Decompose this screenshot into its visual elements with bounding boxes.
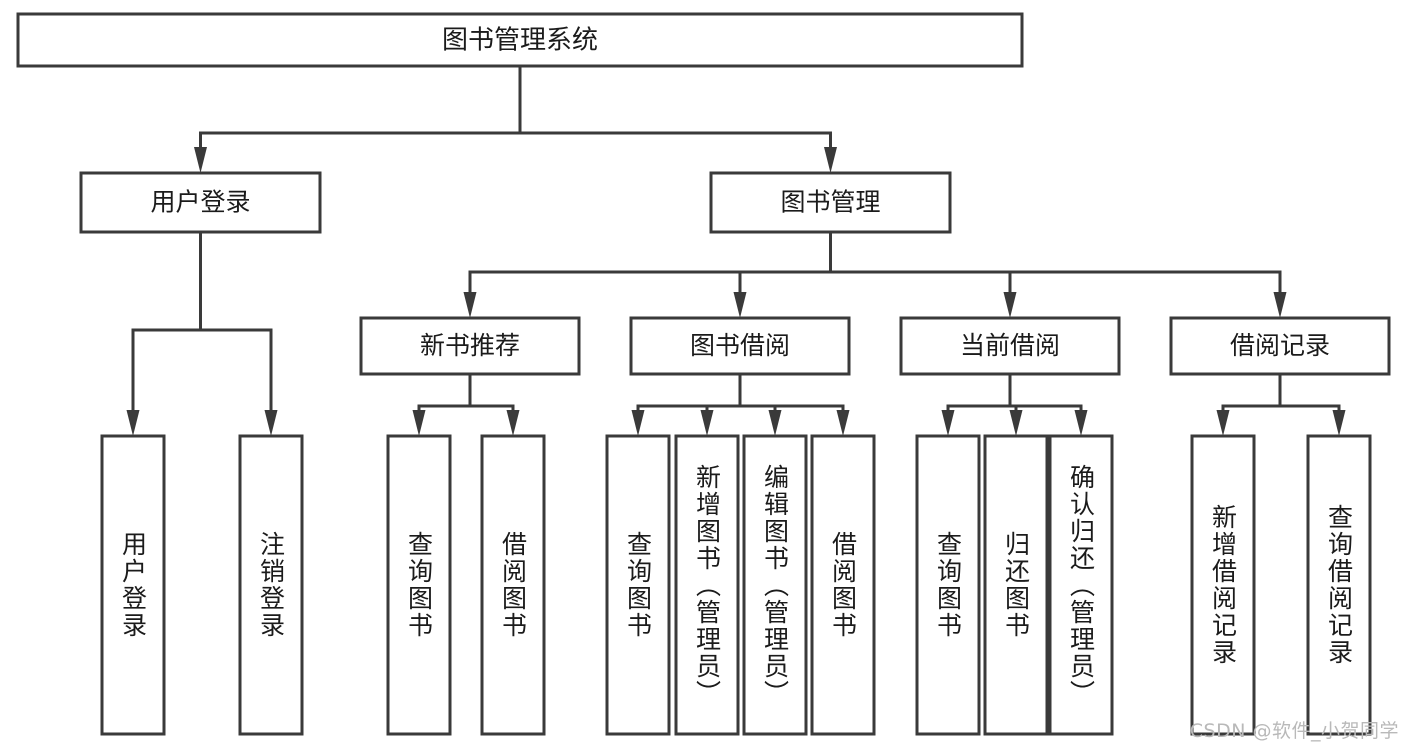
node-box-book-borrow bbox=[629, 316, 851, 376]
node-box-borrow-book-nb bbox=[480, 434, 546, 736]
node-box-current-borrow bbox=[899, 316, 1121, 376]
arrow-head-icon bbox=[1009, 410, 1023, 436]
arrow-head-icon bbox=[264, 410, 278, 436]
arrow-head-icon bbox=[631, 410, 645, 436]
node-box-root bbox=[16, 12, 1024, 68]
node-box-user-login bbox=[79, 171, 322, 234]
node-box-query-book-nb bbox=[386, 434, 452, 736]
arrow-head-icon bbox=[733, 292, 747, 318]
node-box-return-book bbox=[983, 434, 1049, 736]
node-box-query-book-cb bbox=[915, 434, 981, 736]
node-label-borrow-record: 借阅记录 bbox=[1230, 331, 1330, 360]
arrow-head-icon bbox=[506, 410, 520, 436]
arrow-head-icon bbox=[824, 147, 837, 173]
arrow-head-icon bbox=[1074, 410, 1088, 436]
node-label-book-management: 图书管理 bbox=[780, 188, 880, 217]
box-layer bbox=[16, 12, 1391, 736]
node-label-new-book-recommend: 新书推荐 bbox=[420, 331, 520, 360]
node-box-add-book-admin bbox=[674, 434, 740, 736]
arrow-head-icon bbox=[412, 410, 426, 436]
node-box-borrow-book-bb bbox=[810, 434, 876, 736]
node-box-new-book-recommend bbox=[359, 316, 581, 376]
arrow-head-icon bbox=[1332, 410, 1346, 436]
arrow-head-icon bbox=[700, 410, 714, 436]
arrow-head-icon bbox=[126, 410, 140, 436]
arrow-head-icon bbox=[1216, 410, 1230, 436]
connector-layer bbox=[126, 64, 1346, 436]
node-label-current-borrow: 当前借阅 bbox=[960, 331, 1060, 360]
arrow-head-icon bbox=[1003, 292, 1017, 318]
node-box-query-book-bb bbox=[605, 434, 671, 736]
node-label-book-borrow: 图书借阅 bbox=[690, 331, 790, 360]
arrow-head-icon bbox=[768, 410, 782, 436]
node-box-user-login-do bbox=[100, 434, 166, 736]
node-box-confirm-return-admin bbox=[1048, 434, 1114, 736]
node-box-edit-book-admin bbox=[742, 434, 808, 736]
node-box-add-borrow-record bbox=[1190, 434, 1256, 736]
arrow-head-icon bbox=[941, 410, 955, 436]
node-box-book-management bbox=[709, 171, 952, 234]
arrow-head-icon bbox=[194, 147, 207, 173]
node-label-root: 图书管理系统 bbox=[442, 26, 598, 56]
arrow-head-icon bbox=[836, 410, 850, 436]
node-label-user-login: 用户登录 bbox=[150, 188, 250, 217]
node-box-borrow-record bbox=[1169, 316, 1391, 376]
node-box-user-logout bbox=[238, 434, 304, 736]
arrow-head-icon bbox=[1273, 292, 1287, 318]
arrow-head-icon bbox=[463, 292, 477, 318]
node-box-query-borrow-record bbox=[1306, 434, 1372, 736]
csdn-watermark: CSDN @软件_小贺同学 bbox=[1189, 720, 1399, 742]
